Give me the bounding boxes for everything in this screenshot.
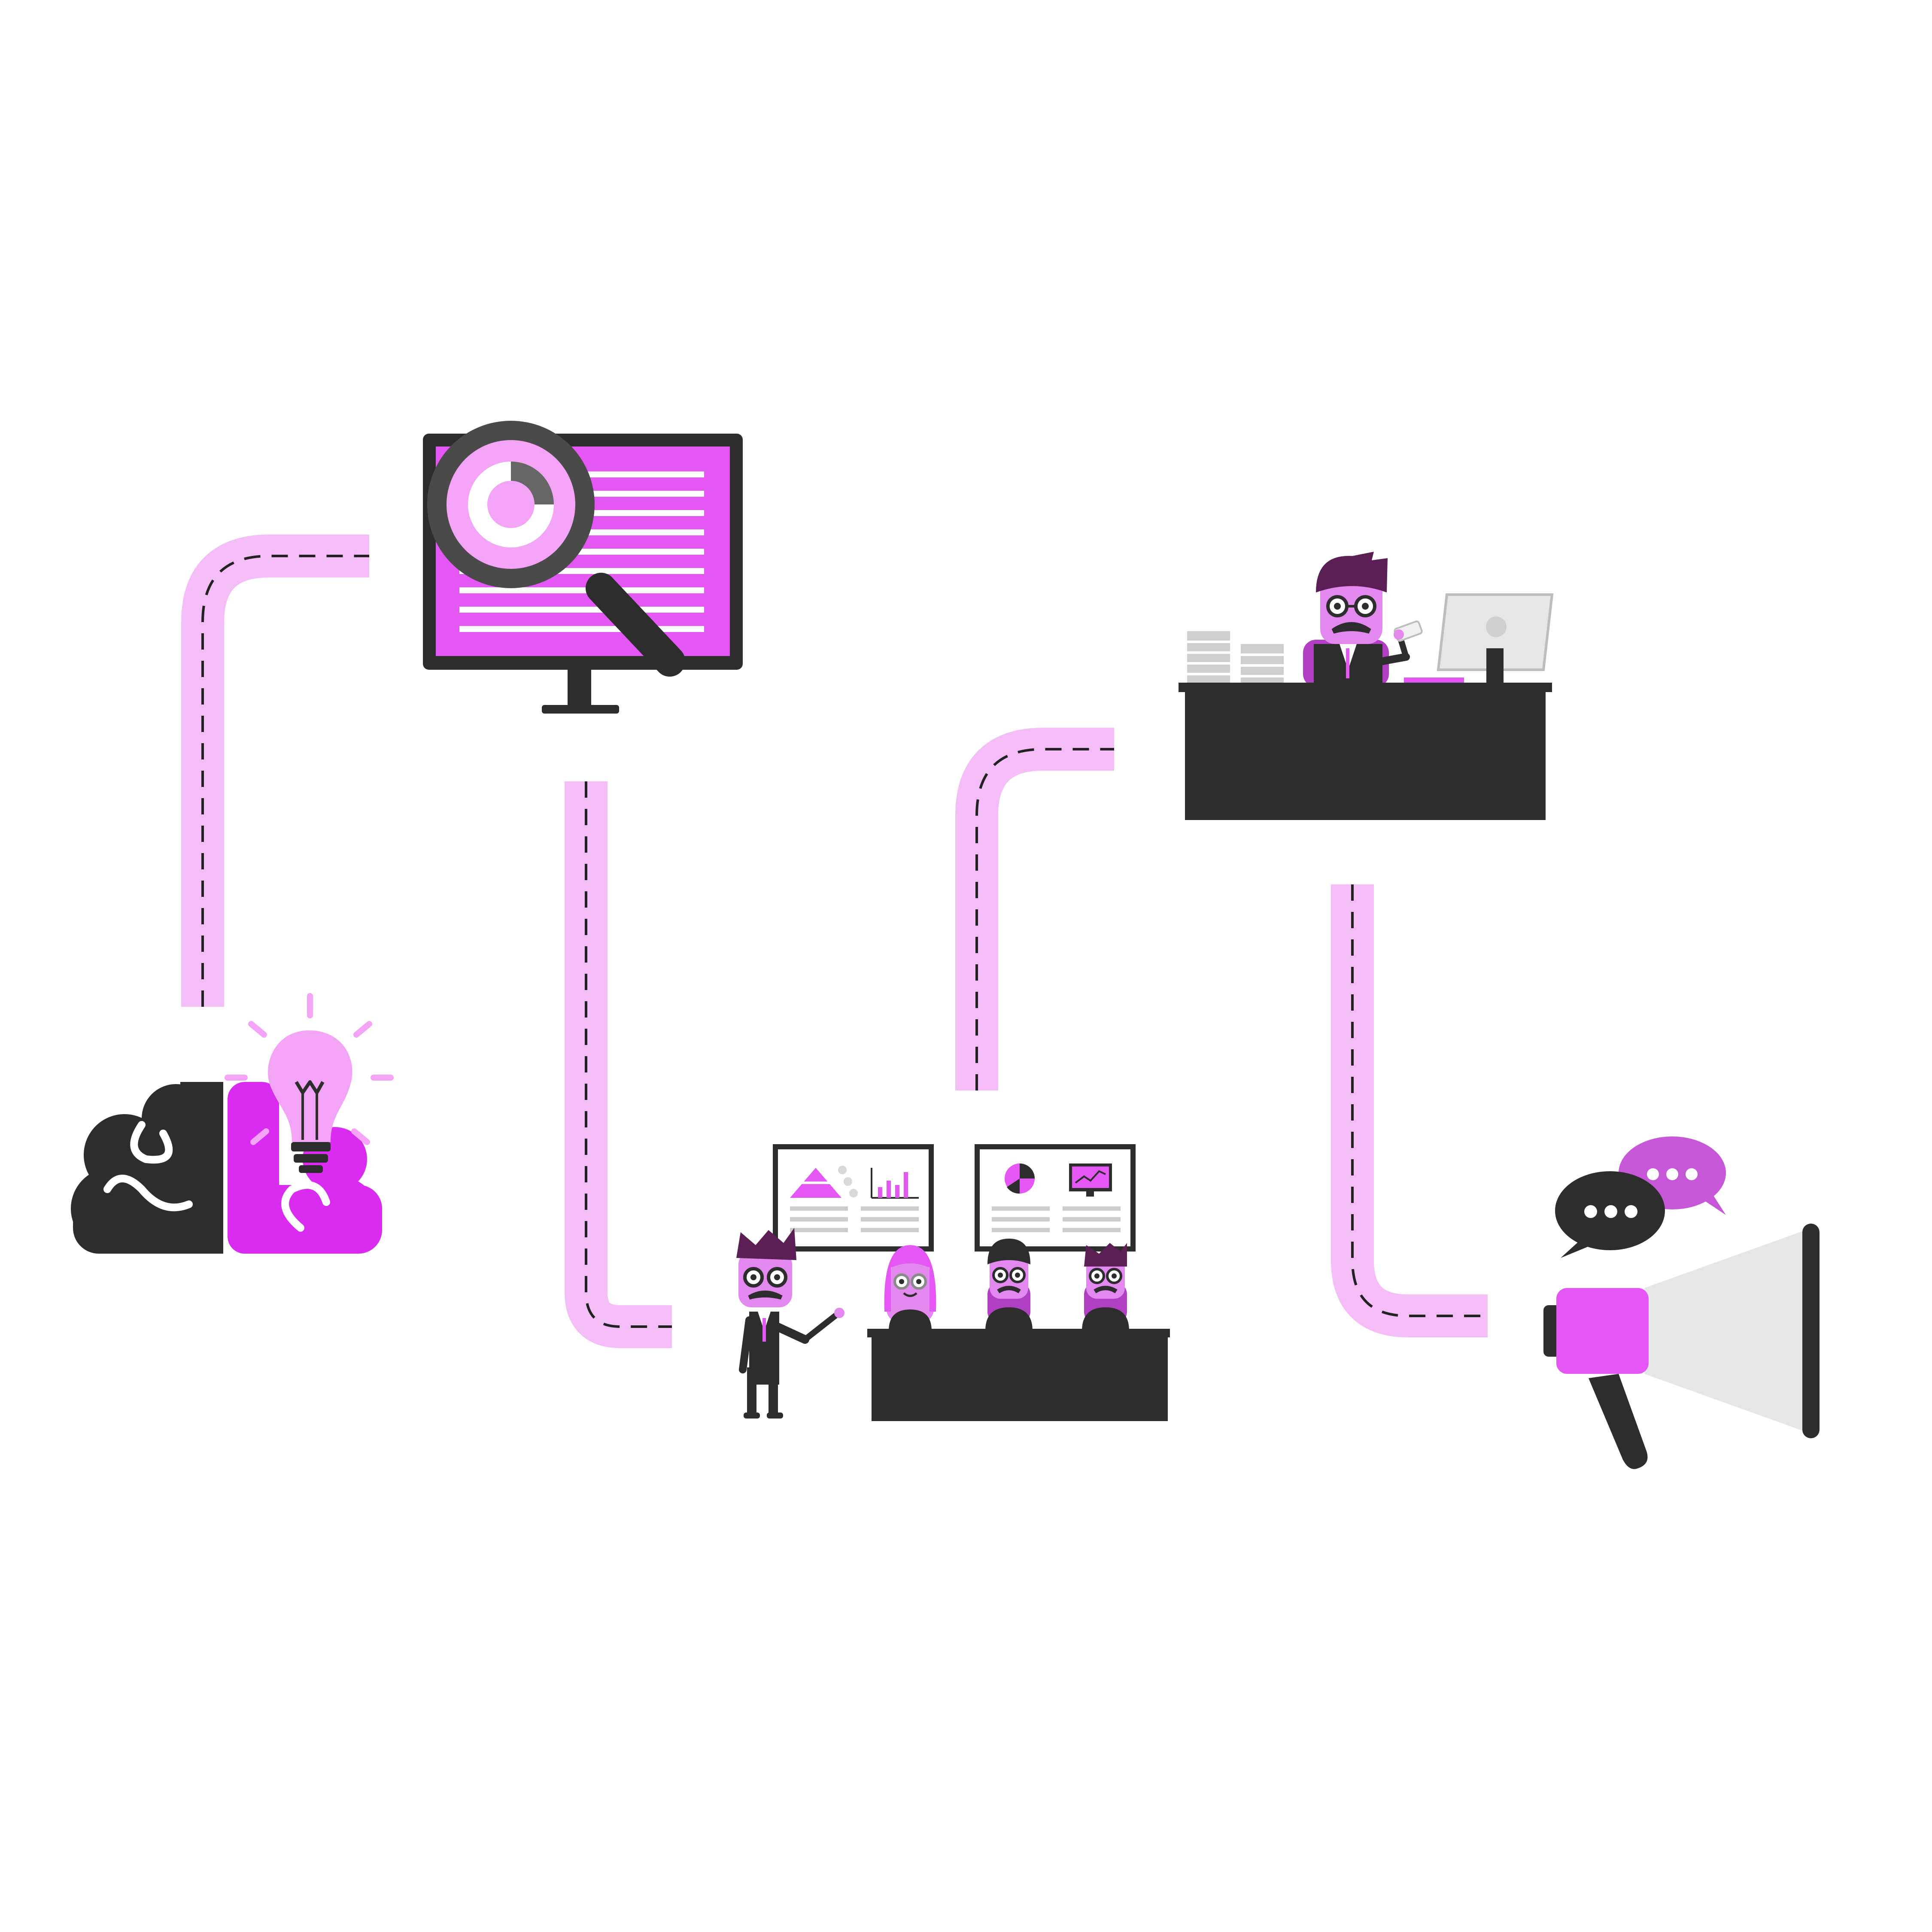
presentation-board-left: [773, 1144, 934, 1252]
seated-man-figure-two: [1082, 1243, 1129, 1331]
meeting-table: [867, 1329, 1170, 1421]
office-desk: [1179, 683, 1552, 820]
brain-lightbulb-icon: [71, 993, 394, 1254]
presentation-board-right: [975, 1144, 1136, 1252]
chat-bubble-dark-icon: [1555, 1171, 1665, 1258]
businessman-desk-icon: [1179, 552, 1554, 820]
desk-computer: [1404, 593, 1554, 683]
megaphone-chat-icon: [1543, 1136, 1820, 1469]
road-connector-office-promotion: [1331, 884, 1488, 1337]
road-connector-research-meeting: [565, 781, 672, 1348]
magnifier-icon: [427, 421, 685, 677]
brain-right-hemisphere: [228, 1082, 382, 1254]
road-connector-meeting-office: [955, 728, 1114, 1091]
team-presentation-icon: [736, 1144, 1170, 1421]
seated-man-figure-one: [985, 1239, 1033, 1331]
lightbulb-rays: [225, 993, 394, 1145]
monitor-magnifier-icon: [423, 421, 743, 714]
businessman-figure: [1303, 552, 1423, 687]
megaphone-icon: [1543, 1224, 1820, 1469]
presenter-figure: [736, 1228, 844, 1419]
road-connector-idea-research: [181, 535, 369, 1007]
paper-stacks: [1187, 631, 1284, 683]
seated-woman-figure: [884, 1245, 936, 1331]
brain-left-hemisphere: [71, 1082, 223, 1254]
lightbulb-icon: [225, 993, 394, 1173]
